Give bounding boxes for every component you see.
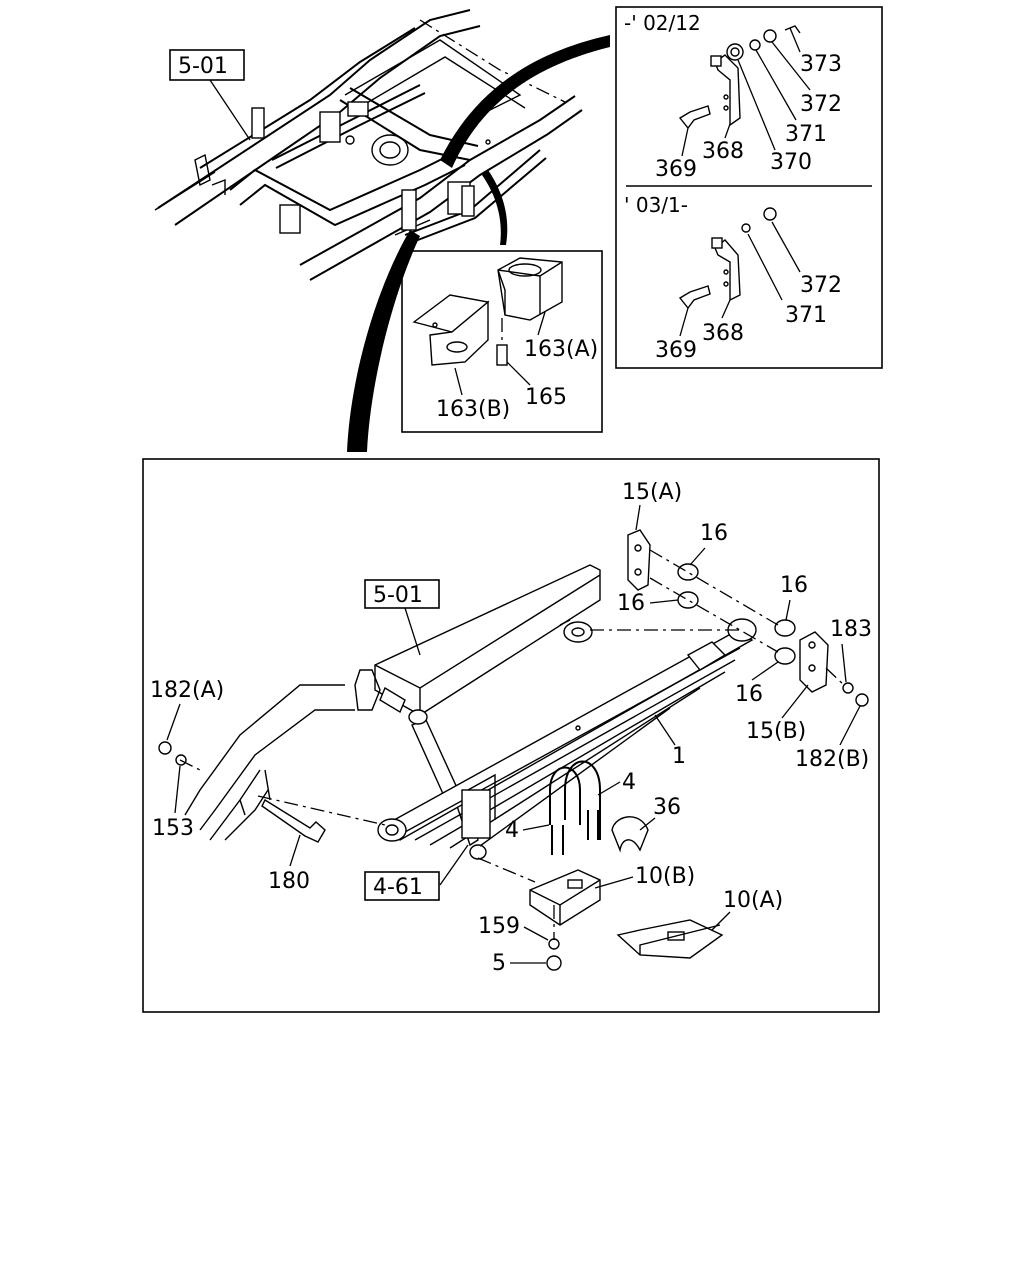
shock-ref: 4-61 [373, 875, 423, 900]
frame-ref-top: 5-01 [178, 54, 228, 79]
bracket-detail-box [615, 6, 883, 369]
label-4-right: 4 [622, 770, 636, 795]
label-372-early: 372 [800, 92, 842, 117]
bolt-icon [261, 798, 326, 843]
label-153: 153 [152, 816, 194, 841]
nut-icon [158, 682, 869, 971]
label-165: 165 [525, 385, 567, 410]
label-369-early: 369 [655, 157, 697, 182]
bracket-early-icon [678, 25, 801, 130]
leaf-spring-icon [377, 618, 757, 849]
late-range: ' 03/1- [624, 193, 688, 217]
bumper-icon [412, 257, 563, 366]
label-16-b: 16 [780, 573, 808, 598]
label-373: 373 [800, 52, 842, 77]
label-15b: 15(B) [746, 719, 806, 744]
label-180: 180 [268, 869, 310, 894]
chassis-frame-icon [154, 9, 610, 452]
label-10b: 10(B) [635, 864, 695, 889]
bumper-detail-box [401, 250, 603, 433]
label-163a: 163(A) [524, 337, 598, 362]
frame-ref-main: 5-01 [373, 583, 423, 608]
label-368-late: 368 [702, 321, 744, 346]
bracket-late-icon [678, 207, 777, 310]
label-16-d: 16 [735, 682, 763, 707]
label-369-late: 369 [655, 338, 697, 363]
label-371-early: 371 [785, 122, 827, 147]
frame-rail-icon [374, 564, 601, 716]
label-1: 1 [672, 744, 686, 769]
label-16-a: 16 [700, 521, 728, 546]
label-10a: 10(A) [723, 888, 783, 913]
label-368-early: 368 [702, 139, 744, 164]
label-4-left: 4 [505, 818, 519, 843]
label-159: 159 [478, 914, 520, 939]
label-163b: 163(B) [436, 397, 510, 422]
label-5: 5 [492, 951, 506, 976]
label-182a: 182(A) [150, 678, 224, 703]
label-36: 36 [653, 795, 681, 820]
main-detail-box [142, 458, 880, 1013]
early-range: -' 02/12 [624, 11, 701, 35]
label-183: 183 [830, 617, 872, 642]
label-371-late: 371 [785, 303, 827, 328]
label-370: 370 [770, 150, 812, 175]
label-372-late: 372 [800, 273, 842, 298]
label-16-c: 16 [617, 591, 645, 616]
u-bolt-icon [549, 760, 601, 855]
label-15a: 15(A) [622, 480, 682, 505]
label-182b: 182(B) [795, 747, 869, 772]
